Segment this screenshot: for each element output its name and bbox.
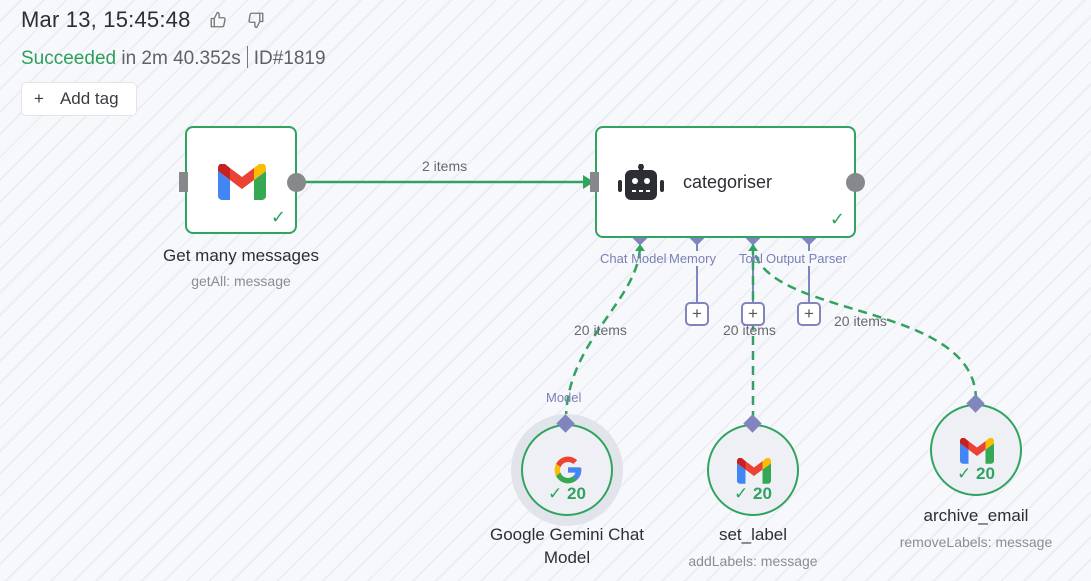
edge-label-model: 20 items (574, 322, 627, 338)
edge-label-set-label: 20 items (723, 322, 776, 338)
item-count: ✓ 20 (957, 464, 995, 483)
node-name: categoriser (683, 172, 773, 192)
node-name: set_label (718, 525, 788, 544)
tool-archive-connection[interactable] (751, 244, 978, 401)
port-label-model: Model (546, 390, 582, 405)
status-succeeded: Succeeded (21, 48, 117, 69)
add-output-parser-button[interactable]: + (797, 302, 821, 326)
node-categoriser[interactable]: categoriser ✓ (595, 126, 856, 238)
node-get-many-messages[interactable]: ✓ (185, 126, 297, 234)
add-tag-label: Add tag (59, 89, 119, 108)
arrow-head-icon (583, 175, 594, 189)
arrow-up-icon (635, 244, 645, 251)
node-subtitle: removeLabels: message (899, 534, 1053, 550)
node-name: Get many messages (163, 246, 319, 265)
model-connection[interactable] (564, 244, 642, 421)
execution-title: Mar 13, 15:45:48 (21, 7, 191, 32)
port-label-memory: Memory (669, 251, 716, 266)
thumbs-up-icon[interactable] (207, 9, 229, 31)
arrow-up-icon (748, 244, 758, 251)
gmail-icon (960, 438, 994, 464)
node-name-line2: Model (543, 548, 591, 567)
output-connector[interactable] (846, 173, 865, 192)
execution-id: ID#1819 (253, 48, 326, 69)
node-set-label[interactable]: ✓ 20 (707, 424, 799, 516)
google-icon (554, 456, 582, 484)
execution-status: Succeeded in 2m 40.352s ID#1819 (21, 46, 326, 70)
input-connector[interactable] (590, 172, 599, 192)
node-archive-email[interactable]: ✓ 20 (930, 404, 1022, 496)
port-label-output-parser: Output Parser (766, 251, 847, 266)
plus-icon: + (34, 89, 44, 108)
edge-label-archive: 20 items (834, 313, 887, 329)
port-label-tool: Tool (739, 251, 763, 266)
node-name-line1: Google Gemini Chat (489, 525, 645, 544)
node-google-gemini[interactable]: ✓ 20 (521, 424, 613, 516)
edge-label-main: 2 items (422, 158, 468, 174)
node-subtitle: getAll: message (191, 273, 291, 289)
item-count: ✓ 20 (548, 484, 586, 503)
node-subtitle: addLabels: message (688, 553, 818, 569)
node-name: archive_email (923, 506, 1029, 525)
execution-header: Mar 13, 15:45:48 Succeeded in 2m 40.352s… (21, 6, 326, 70)
port-label-chat-model: Chat Model (600, 251, 667, 266)
add-tool-button[interactable]: + (741, 302, 765, 326)
execution-duration: in 2m 40.352s (116, 48, 241, 69)
add-memory-button[interactable]: + (685, 302, 709, 326)
divider (246, 46, 248, 68)
gmail-icon (737, 458, 771, 484)
robot-icon (618, 164, 664, 200)
success-check-icon: ✓ (270, 207, 286, 227)
gmail-icon (218, 164, 266, 200)
thumbs-down-icon[interactable] (245, 9, 267, 31)
item-count: ✓ 20 (734, 484, 772, 503)
success-check-icon: ✓ (829, 209, 845, 229)
output-connector[interactable] (287, 173, 306, 192)
input-connector[interactable] (179, 172, 188, 192)
add-tag-button[interactable]: + Add tag (21, 82, 137, 116)
